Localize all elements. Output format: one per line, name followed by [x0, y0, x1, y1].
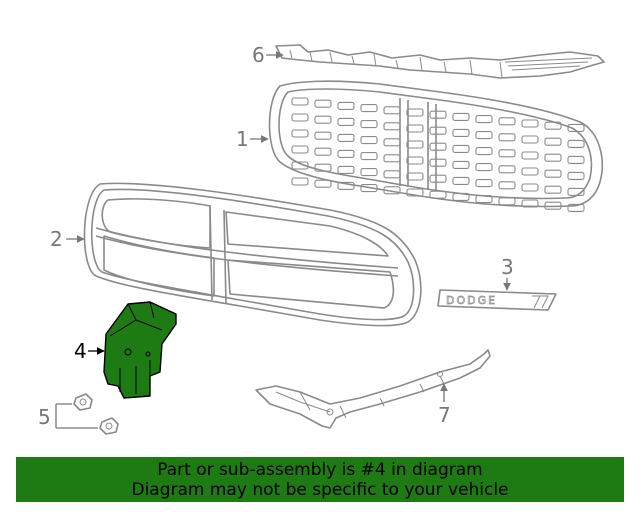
grille-slot — [429, 126, 447, 135]
grille-slot — [314, 163, 332, 172]
grille-slot — [360, 104, 378, 113]
grille-slot — [406, 172, 424, 181]
part-3-badge: DODGE — [437, 289, 557, 311]
grille-slot — [383, 170, 401, 179]
grille-slot — [429, 174, 447, 183]
callout-7: 7 — [438, 403, 451, 427]
grille-slot — [406, 156, 424, 165]
grille-slot — [383, 154, 401, 163]
grille-slot — [544, 185, 562, 194]
grille-slot — [475, 131, 493, 140]
grille-slot — [406, 188, 424, 197]
badge-lettering: DODGE — [446, 294, 497, 307]
grille-slot — [452, 112, 470, 121]
grille-slot — [498, 149, 516, 158]
grille-slot — [291, 161, 309, 170]
grille-slot — [452, 176, 470, 185]
grille-slot — [291, 113, 309, 122]
callout-2: 2 — [50, 227, 63, 251]
info-banner: Part or sub-assembly is #4 in diagram Di… — [16, 457, 624, 502]
grille-slot — [544, 137, 562, 146]
grille-slot — [314, 131, 332, 140]
part-2-grille-surround — [83, 182, 422, 327]
grille-slot — [337, 101, 355, 110]
grille-slot — [383, 106, 401, 115]
grille-slot — [291, 129, 309, 138]
grille-slot — [452, 128, 470, 137]
grille-slot — [429, 142, 447, 151]
grille-slot — [544, 153, 562, 162]
banner-line-1: Part or sub-assembly is #4 in diagram — [157, 459, 483, 480]
grille-slot — [521, 151, 539, 160]
grille-slot — [337, 117, 355, 126]
grille-slot — [544, 169, 562, 178]
leader-5 — [55, 403, 98, 429]
grille-slot — [521, 183, 539, 192]
grille-slot — [291, 177, 309, 186]
grille-slot — [314, 115, 332, 124]
grille-slot — [360, 120, 378, 129]
callout-3: 3 — [501, 255, 514, 279]
grille-slot — [360, 152, 378, 161]
grille-slot — [360, 168, 378, 177]
grille-slot — [498, 117, 516, 126]
grille-slot — [544, 121, 562, 130]
grille-slot — [567, 171, 585, 180]
callout-5: 5 — [38, 405, 51, 429]
callout-4: 4 — [74, 339, 87, 363]
grille-slot — [337, 181, 355, 190]
grille-slot — [337, 165, 355, 174]
grille-slot — [314, 179, 332, 188]
grille-slot — [567, 187, 585, 196]
part-7-lower-bracket — [255, 349, 491, 429]
grille-slot — [291, 145, 309, 154]
grille-slot — [567, 123, 585, 132]
grille-slot — [360, 184, 378, 193]
grille-slot — [475, 147, 493, 156]
parts-diagram: 6 1 2 DODGE 3 4 — [38, 43, 605, 435]
part-1-grille — [268, 80, 603, 212]
grille-slot — [567, 155, 585, 164]
part-6-upper-bracket — [275, 44, 605, 79]
grille-slot — [314, 99, 332, 108]
grille-slot — [337, 149, 355, 158]
grille-slot — [567, 203, 585, 212]
grille-slot — [452, 144, 470, 153]
grille-slot — [521, 119, 539, 128]
grille-slot — [406, 124, 424, 133]
part-4-bracket-highlighted — [103, 301, 177, 399]
grille-slot — [475, 163, 493, 172]
grille-slot — [429, 110, 447, 119]
grille-slot — [452, 192, 470, 201]
grille-slot — [475, 195, 493, 204]
grille-slot — [406, 140, 424, 149]
grille-slot — [291, 97, 309, 106]
grille-slot — [475, 115, 493, 124]
grille-slot — [498, 181, 516, 190]
grille-slot — [498, 197, 516, 206]
grille-slot — [360, 136, 378, 145]
grille-slot — [498, 165, 516, 174]
grille-slot — [498, 133, 516, 142]
grille-slot — [337, 133, 355, 142]
grille-slot — [383, 186, 401, 195]
grille-slot — [383, 138, 401, 147]
grille-slot — [544, 201, 562, 210]
part-5-fasteners — [73, 393, 119, 435]
grille-slot — [521, 199, 539, 208]
grille-slot — [452, 160, 470, 169]
grille-slot — [406, 108, 424, 117]
grille-slots — [291, 97, 585, 212]
grille-slot — [475, 179, 493, 188]
grille-slot — [521, 167, 539, 176]
grille-slot — [314, 147, 332, 156]
grille-slot — [521, 135, 539, 144]
grille-slot — [429, 158, 447, 167]
grille-slot — [429, 190, 447, 199]
banner-line-2: Diagram may not be specific to your vehi… — [131, 479, 509, 500]
grille-slot — [383, 122, 401, 131]
grille-slot — [567, 139, 585, 148]
callout-1: 1 — [236, 127, 249, 151]
callout-6: 6 — [252, 43, 265, 67]
